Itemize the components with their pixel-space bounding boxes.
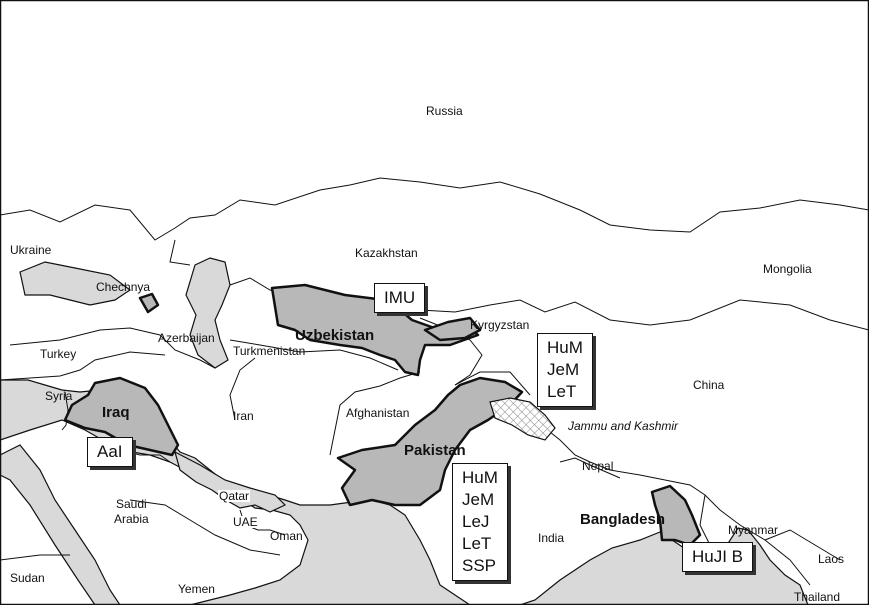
label-jammu-kashmir: Jammu and Kashmir xyxy=(568,419,679,433)
label-china: China xyxy=(693,378,725,392)
group-label: AaI xyxy=(97,442,123,461)
label-uzbekistan: Uzbekistan xyxy=(295,327,375,344)
group-label: LeJ xyxy=(462,512,490,532)
label-qatar: Qatar xyxy=(218,489,251,503)
kyrgyzstan-shape xyxy=(423,316,482,342)
label-ukraine: Ukraine xyxy=(10,243,52,257)
label-kazakhstan: Kazakhstan xyxy=(355,246,418,260)
red-sea xyxy=(0,444,121,605)
label-yemen: Yemen xyxy=(178,582,215,596)
group-label: HuJI B xyxy=(692,547,744,566)
label-nepal: Nepal xyxy=(582,459,614,473)
highlighted-countries xyxy=(63,283,702,547)
label-myanmar: Myanmar xyxy=(728,523,779,537)
group-label: HuM xyxy=(462,468,498,487)
iraq-shape xyxy=(63,376,180,457)
callout-bangladesh-group: HuJI B xyxy=(682,542,754,573)
label-uae: UAE xyxy=(232,515,259,529)
group-label: SSP xyxy=(462,556,497,576)
label-chechnya: Chechnya xyxy=(96,280,151,294)
label-turkey: Turkey xyxy=(40,347,77,361)
callout-imu: IMU xyxy=(374,283,426,314)
label-kyrgyzstan: Kyrgyzstan xyxy=(470,318,530,332)
chechnya-shape xyxy=(138,292,160,314)
label-iran: Iran xyxy=(233,409,254,423)
label-oman: Oman xyxy=(270,529,303,543)
label-mongolia: Mongolia xyxy=(763,262,812,276)
group-label: JeM xyxy=(547,360,580,380)
label-russia: Russia xyxy=(426,104,463,118)
label-sudan: Sudan xyxy=(10,571,45,585)
label-saudi: Saudi xyxy=(116,497,147,511)
caspian-sea xyxy=(185,257,231,369)
group-label: LeT xyxy=(547,382,577,402)
group-label: LeT xyxy=(462,534,492,554)
jammu-kashmir-shape xyxy=(489,397,556,441)
label-turkmenistan: Turkmenistan xyxy=(233,344,306,358)
country-borders xyxy=(0,177,869,586)
label-syria: Syria xyxy=(45,389,73,403)
label-thailand: Thailand xyxy=(794,590,841,604)
callout-kashmir-groups: HuM JeM LeT xyxy=(537,333,593,408)
group-label: HuM xyxy=(547,338,583,357)
label-arabia: Arabia xyxy=(114,512,149,526)
label-pakistan: Pakistan xyxy=(404,442,466,459)
persian-gulf xyxy=(174,450,287,513)
callout-pakistan-groups: HuM JeM LeJ LeT SSP xyxy=(452,463,508,582)
group-label: JeM xyxy=(462,490,495,510)
label-india: India xyxy=(538,531,565,545)
label-afghanistan: Afghanistan xyxy=(346,406,410,420)
black-sea xyxy=(19,261,132,306)
callout-aai: AaI xyxy=(87,437,133,468)
label-azerbaijan: Azerbaijan xyxy=(158,331,215,345)
label-laos: Laos xyxy=(818,552,845,566)
group-label: IMU xyxy=(384,288,416,307)
label-iraq: Iraq xyxy=(102,404,130,421)
label-bangladesh: Bangladesh xyxy=(580,511,666,528)
